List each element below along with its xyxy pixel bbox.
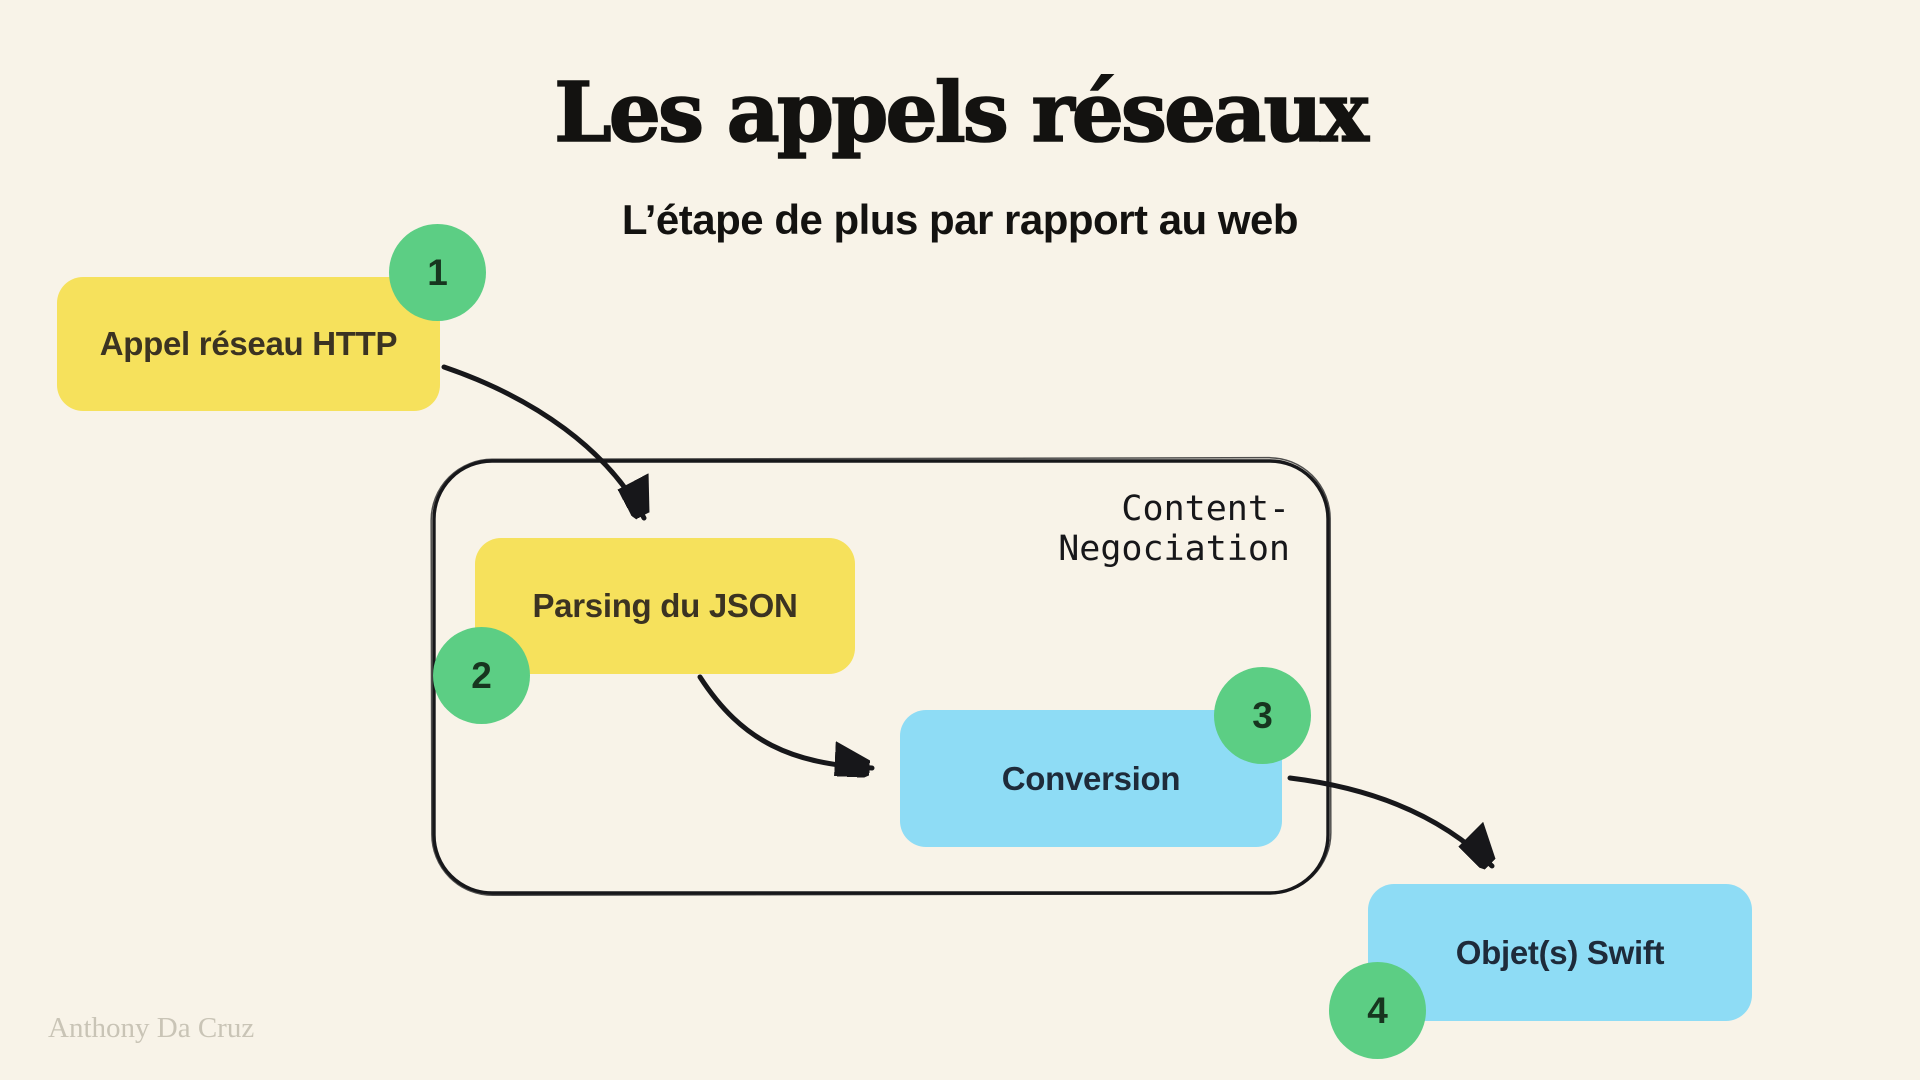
node-label: Conversion <box>1001 759 1181 797</box>
arrow-step3-to-step4 <box>1287 775 1492 866</box>
step-number: 1 <box>427 251 448 293</box>
node-label: Objet(s) Swift <box>1455 933 1665 971</box>
node-label: Appel réseau HTTP <box>99 325 398 362</box>
watermark-author: Anthony Da Cruz <box>48 1012 255 1044</box>
node-objets-swift: Objet(s) Swift <box>1368 884 1752 1021</box>
slide-title: Les appels réseaux <box>553 65 1369 161</box>
step-badge-2: 2 <box>433 627 530 724</box>
step-number: 4 <box>1367 989 1388 1031</box>
node-parsing-du-json: Parsing du JSON <box>475 538 855 674</box>
arrow-step1-to-step2 <box>441 364 644 521</box>
container-label: Content-Negociation <box>1058 489 1290 569</box>
step-badge-4: 4 <box>1329 962 1426 1059</box>
slide-subtitle: L’étape de plus par rapport au web <box>621 196 1299 243</box>
step-number: 2 <box>471 654 492 696</box>
step-badge-1: 1 <box>389 224 486 321</box>
node-appel-reseau-http: Appel réseau HTTP <box>57 277 440 411</box>
arrow-step2-to-step3 <box>697 674 875 768</box>
step-number: 3 <box>1252 694 1273 736</box>
step-badge-3: 3 <box>1214 667 1311 764</box>
node-label: Parsing du JSON <box>532 587 798 624</box>
